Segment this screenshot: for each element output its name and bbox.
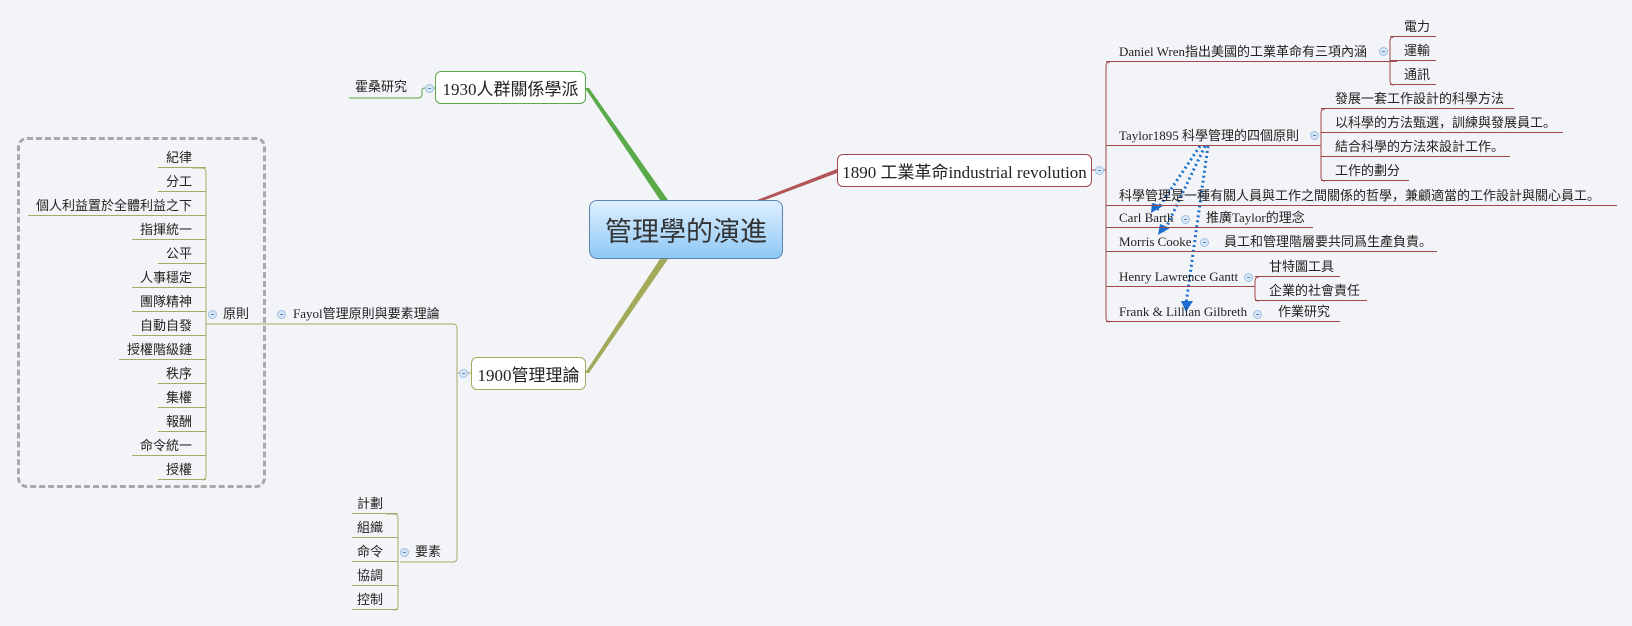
element-item[interactable]: 計劃 xyxy=(352,494,398,514)
subtopic-principles[interactable]: 原則 xyxy=(223,306,250,321)
principle-item[interactable]: 集權 xyxy=(157,388,206,408)
barth-item[interactable]: 推廣Taylor的理念 xyxy=(1193,208,1313,228)
collapse-icon[interactable] xyxy=(1244,273,1253,282)
principle-item[interactable]: 授權階級鏈 xyxy=(118,340,206,360)
collapse-icon[interactable] xyxy=(277,310,286,319)
subtopic-gilbreth[interactable]: Frank & Lillian Gilbreth xyxy=(1106,302,1266,322)
cooke-item[interactable]: 員工和管理階層要共同爲生產負責。 xyxy=(1209,232,1437,252)
subtopic-wren[interactable]: Daniel Wren指出美國的工業革命有三項內涵 xyxy=(1106,42,1398,62)
arrow-taylor-to-cooke xyxy=(1162,145,1207,233)
relationship-arrows xyxy=(1155,145,1210,305)
collapse-icon[interactable] xyxy=(425,84,434,93)
principle-item[interactable]: 秩序 xyxy=(157,364,206,384)
principle-item[interactable]: 命令統一 xyxy=(131,436,206,456)
collapse-icon[interactable] xyxy=(208,310,217,319)
principle-item[interactable]: 公平 xyxy=(157,244,206,264)
collapse-icon[interactable] xyxy=(1095,166,1104,175)
arrow-taylor-to-gilbreth xyxy=(1184,145,1210,305)
connector-1900 xyxy=(585,259,668,373)
taylor-item[interactable]: 發展一套工作設計的科學方法 xyxy=(1321,89,1514,109)
taylor-item[interactable]: 結合科學的方法來設計工作。 xyxy=(1321,137,1510,157)
subtopic-elements[interactable]: 要素 xyxy=(415,544,442,559)
boundary-principles xyxy=(17,137,266,488)
subtopic-barth[interactable]: Carl Barth xyxy=(1106,208,1193,228)
subtopic-taylor[interactable]: Taylor1895 科學管理的四個原則 xyxy=(1106,126,1321,146)
principle-item[interactable]: 指揮統一 xyxy=(131,220,206,240)
principle-item[interactable]: 個人利益置於全體利益之下 xyxy=(27,196,206,216)
element-item[interactable]: 協調 xyxy=(352,566,398,586)
principle-item[interactable]: 報酬 xyxy=(157,412,206,432)
topic-label: 1900管理理論 xyxy=(477,366,580,385)
collapse-icon[interactable] xyxy=(1253,310,1262,319)
arrowhead-icon xyxy=(1158,224,1170,235)
element-item[interactable]: 命令 xyxy=(352,542,398,562)
gantt-item[interactable]: 企業的社會責任 xyxy=(1255,281,1367,301)
gantt-item[interactable]: 甘特圖工具 xyxy=(1255,257,1340,277)
collapse-icon[interactable] xyxy=(459,369,468,378)
wren-item[interactable]: 運輸 xyxy=(1390,41,1436,61)
taylor-item[interactable]: 工作的劃分 xyxy=(1321,161,1409,181)
collapse-icon[interactable] xyxy=(1200,238,1209,247)
collapse-icon[interactable] xyxy=(1379,47,1388,56)
subtopic-fayol[interactable]: Fayol管理原則與要素理論 xyxy=(293,306,440,321)
subtopic-hawthorne[interactable]: 霍桑研究 xyxy=(355,79,408,94)
topic-label: 1930人群關係學派 xyxy=(442,80,579,99)
connector-1930 xyxy=(585,88,668,200)
taylor-item[interactable]: 以科學的方法甄選，訓練與發展員工。 xyxy=(1321,113,1563,133)
central-topic-label: 管理學的演進 xyxy=(605,217,767,247)
topic-1890[interactable]: 1890 工業革命industrial revolution xyxy=(837,154,1092,187)
topic-1900[interactable]: 1900管理理論 xyxy=(471,357,586,390)
wren-item[interactable]: 通訊 xyxy=(1390,65,1436,85)
subtopic-cooke[interactable]: Morris Cooke xyxy=(1106,232,1209,252)
principle-item[interactable]: 授權 xyxy=(157,460,206,480)
gilbreth-item[interactable]: 作業研究 xyxy=(1266,302,1340,322)
principle-item[interactable]: 分工 xyxy=(157,172,206,192)
topic-label: 1890 工業革命industrial revolution xyxy=(842,163,1087,182)
wren-item[interactable]: 電力 xyxy=(1390,17,1436,37)
subtopic-philosophy[interactable]: 科學管理是一種有關人員與工作之間關係的哲學，兼顧適當的工作設計與關心員工。 xyxy=(1106,186,1617,206)
collapse-icon[interactable] xyxy=(1181,215,1190,224)
principle-item[interactable]: 團隊精神 xyxy=(131,292,206,312)
topic-1930[interactable]: 1930人群關係學派 xyxy=(435,71,586,104)
principle-item[interactable]: 人事穩定 xyxy=(131,268,206,288)
collapse-icon[interactable] xyxy=(1310,131,1319,140)
principle-item[interactable]: 自動自發 xyxy=(131,316,206,336)
arrowhead-icon xyxy=(1181,301,1193,312)
collapse-icon[interactable] xyxy=(400,548,409,557)
element-item[interactable]: 組織 xyxy=(352,518,398,538)
connector-1890 xyxy=(757,169,837,200)
central-topic[interactable]: 管理學的演進 xyxy=(589,200,783,259)
subtopic-gantt[interactable]: Henry Lawrence Gantt xyxy=(1106,267,1255,287)
principle-item[interactable]: 紀律 xyxy=(157,148,206,168)
element-item[interactable]: 控制 xyxy=(352,590,398,610)
